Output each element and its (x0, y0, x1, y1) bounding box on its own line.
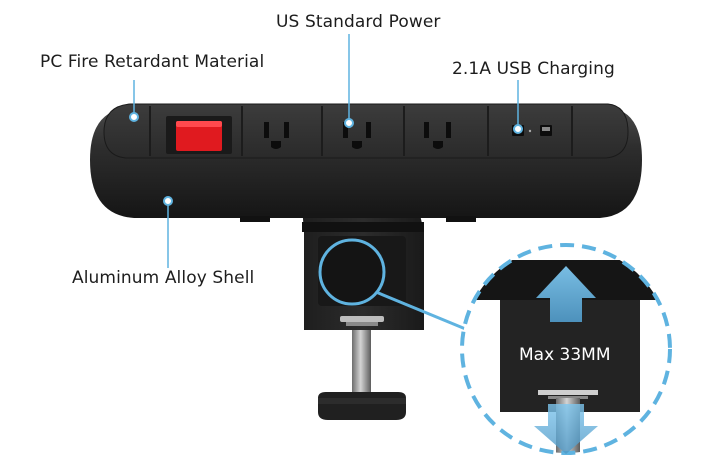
ac-outlet-3 (424, 122, 451, 149)
clamp-max-label: Max 33MM (519, 345, 611, 365)
label-material: PC Fire Retardant Material (40, 52, 265, 72)
clamp-highlight-ring (318, 238, 386, 306)
ac-outlet-2 (343, 122, 371, 149)
callout-material (129, 80, 139, 122)
label-usb: 2.1A USB Charging (452, 59, 615, 79)
label-shell: Aluminum Alloy Shell (72, 268, 255, 288)
callout-usb (513, 80, 523, 134)
zoom-connector-line (375, 290, 469, 332)
label-power: US Standard Power (276, 12, 441, 32)
callout-power (344, 34, 354, 128)
clamp-screw-rod (318, 330, 406, 420)
ac-outlet-1 (264, 122, 289, 149)
callout-shell (163, 196, 173, 268)
clamp-zoom-detail (460, 243, 672, 455)
power-switch (166, 116, 232, 154)
